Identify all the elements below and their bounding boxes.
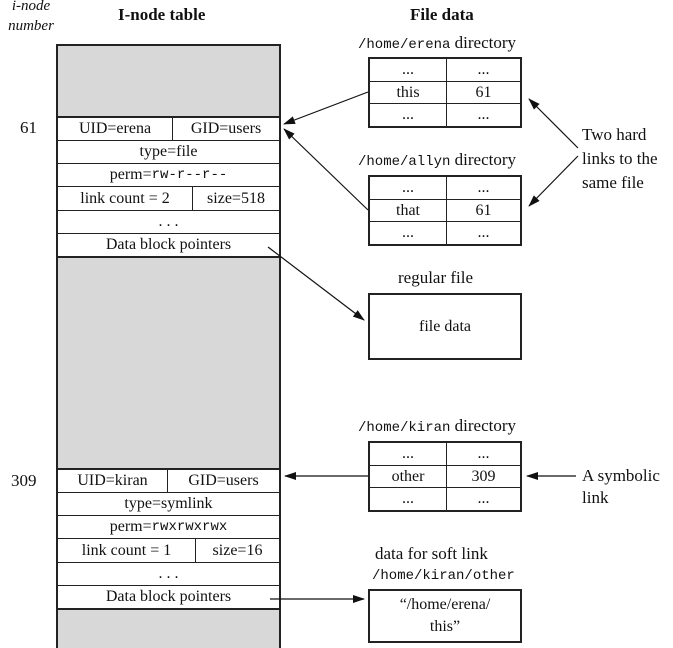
dir-allyn-table: ... ... that 61 ... ... [368,175,522,246]
dir-erena-title: /home/erena directory [358,33,517,53]
soft-link-content-line1: “/home/erena/ [399,596,491,613]
dir-allyn-row2-name: ... [402,224,414,241]
inode-309: UID=kiran GID=users type=symlink perm=rw… [58,468,279,610]
symbolic-line1: A symbolic [582,466,660,485]
dir-kiran-table: ... ... other 309 ... ... [368,441,522,512]
dir-erena-row2-inode: ... [477,106,490,123]
soft-link-content-line2: this” [429,618,461,635]
inode-309-link-count: link count = 1 [81,541,172,559]
inode-309-size: size=16 [212,541,263,559]
file-data-heading: File data [410,5,474,24]
inode-61-link-count: link count = 2 [80,189,170,207]
dir-kiran-row1-inode: 309 [471,467,496,485]
inode-61: UID=erena GID=users type=file perm=rw-r-… [58,116,279,258]
dir-allyn-row0-name: ... [402,179,414,196]
inode-309-gid: GID=users [188,472,259,489]
soft-link-data-box: “/home/erena/ this” [368,589,522,643]
regular-file-content: file data [419,317,471,335]
dir-kiran-row2-name: ... [402,490,414,507]
dir-erena-row0-name: ... [402,61,414,78]
inode-61-type: type=file [139,143,198,160]
inode-61-data-block-pointers: Data block pointers [105,236,232,253]
inode-309-uid: UID=kiran [77,472,148,489]
inode-table-shaded-bottom [58,610,279,648]
dir-erena-row1-name: this [396,83,420,101]
arrow-pointers-to-regular-file [267,246,365,321]
inode-number-309: 309 [11,471,37,490]
dir-allyn-row1-name: that [396,201,420,219]
dir-allyn-title: /home/allyn directory [358,150,517,170]
dir-erena-row1-inode: 61 [475,83,492,101]
dir-kiran-row2-inode: ... [477,490,490,507]
dir-allyn-row1-inode: 61 [475,201,492,219]
inode-61-gid: GID=users [190,120,262,137]
hard-links-line1: Two hard [582,125,647,144]
inode-table-shaded-top [58,46,279,116]
hard-links-line2: links to the [582,149,658,168]
inode-table-shaded-middle [58,258,279,468]
arrow-erena-this-to-inode-61 [283,91,369,125]
hard-links-annotation: Two hard links to the same file [582,123,658,195]
inode-table-heading: I-node table [118,5,206,24]
dir-kiran-row1-name: other [391,467,425,485]
hard-links-line3: same file [582,173,644,192]
inode-309-type: type=symlink [124,495,213,512]
soft-link-data-path: /home/kiran/other [372,568,515,584]
symbolic-line2: link [582,488,609,507]
dir-erena-row0-inode: ... [477,61,490,78]
dir-kiran-row0-name: ... [402,445,414,462]
dir-allyn-row2-inode: ... [477,224,490,241]
inode-number-heading: i-node number [8,0,54,34]
dir-kiran-row0-inode: ... [477,445,490,462]
inode-61-size: size=518 [207,189,265,207]
regular-file-title: regular file [398,268,474,287]
inode-61-uid: UID=erena [78,120,152,137]
inode-61-perm: perm=rw-r--r-- [109,166,228,183]
inode-61-ellipsis: . . . [158,213,179,230]
arrow-hard-links-to-erena [528,98,579,149]
inode-309-ellipsis: . . . [158,565,179,582]
symbolic-link-annotation: A symbolic link [582,465,660,509]
arrow-allyn-that-to-inode-61 [283,128,369,211]
dir-erena-table: ... ... this 61 ... ... [368,57,522,128]
inode-309-data-block-pointers: Data block pointers [105,588,232,605]
inode-number-61: 61 [20,118,37,137]
arrow-hard-links-to-allyn [528,155,579,207]
regular-file-box: file data [368,293,522,360]
dir-erena-row2-name: ... [402,106,414,123]
dir-kiran-title: /home/kiran directory [358,416,517,436]
dir-allyn-row0-inode: ... [477,179,490,196]
soft-link-data-title: data for soft link [375,544,488,563]
inode-309-perm: perm=rwxrwxrwx [109,518,228,535]
